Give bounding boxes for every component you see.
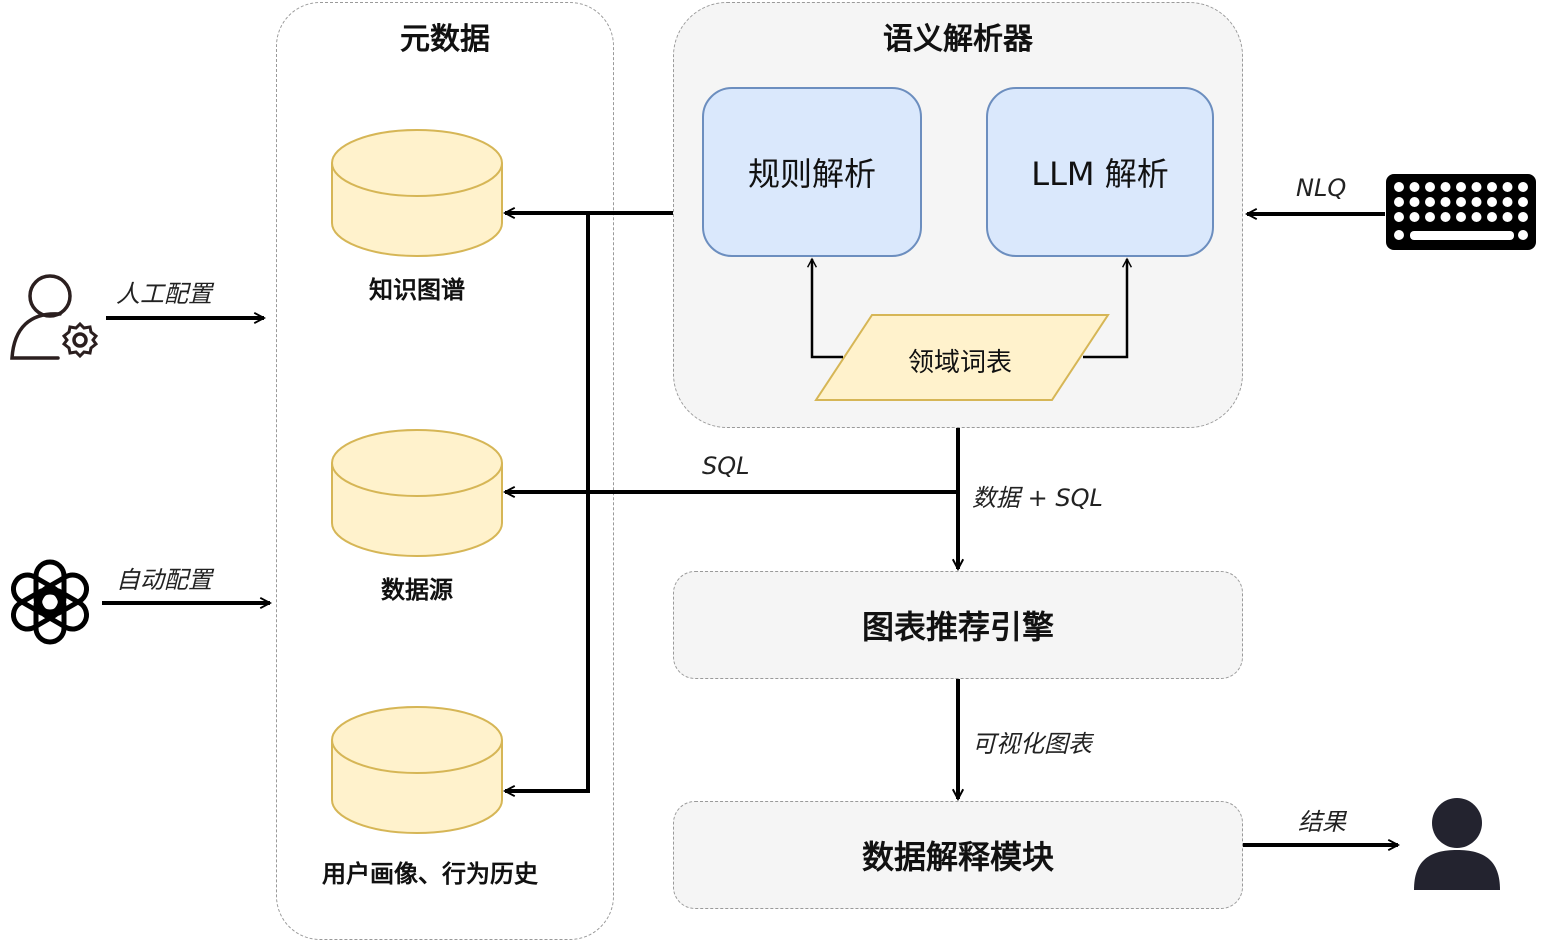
llm-parser-label: LLM 解析 bbox=[1031, 155, 1169, 193]
user-gear-icon bbox=[10, 274, 99, 360]
data-sql-label: 数据 + SQL bbox=[972, 484, 1103, 512]
auto-config-label: 自动配置 bbox=[116, 566, 212, 594]
user-profile-cylinder[interactable] bbox=[331, 706, 503, 834]
domain-vocab-label: 领域词表 bbox=[907, 348, 1012, 378]
keyboard-key bbox=[1409, 212, 1420, 222]
knowledge-graph-label: 知识图谱 bbox=[369, 276, 465, 304]
rule-parser-box[interactable]: 规则解析 bbox=[702, 87, 922, 257]
keyboard-key bbox=[1425, 212, 1435, 222]
keyboard-key bbox=[1471, 197, 1482, 207]
keyboard-key bbox=[1502, 212, 1513, 222]
keyboard-key bbox=[1487, 182, 1497, 192]
keyboard-key bbox=[1502, 197, 1513, 207]
keyboard-key bbox=[1440, 182, 1451, 192]
semantic-parser-title: 语义解析器 bbox=[883, 22, 1033, 57]
keyboard-key bbox=[1409, 182, 1420, 192]
keyboard-key bbox=[1456, 212, 1466, 222]
keyboard-key bbox=[1518, 230, 1528, 240]
keyboard-key bbox=[1471, 212, 1482, 222]
data-explanation-label: 数据解释模块 bbox=[861, 838, 1054, 876]
openai-logo-icon bbox=[10, 559, 90, 645]
keyboard-key bbox=[1409, 197, 1420, 207]
domain-vocab-shape[interactable] bbox=[814, 314, 1110, 401]
keyboard-key bbox=[1518, 182, 1528, 192]
nlq-label: NLQ bbox=[1296, 174, 1347, 202]
keyboard-key bbox=[1394, 197, 1404, 207]
data-explanation-module[interactable]: 数据解释模块 bbox=[673, 801, 1243, 909]
keyboard-key bbox=[1394, 230, 1404, 240]
keyboard-key bbox=[1518, 212, 1528, 222]
keyboard-icon bbox=[1386, 174, 1536, 250]
data-source-cylinder[interactable] bbox=[331, 429, 503, 557]
keyboard-key bbox=[1425, 197, 1435, 207]
keyboard-key bbox=[1394, 182, 1404, 192]
keyboard-key bbox=[1502, 182, 1513, 192]
chart-recommendation-label: 图表推荐引擎 bbox=[861, 608, 1054, 646]
keyboard-key bbox=[1425, 182, 1435, 192]
vocab-to-rule-arrow bbox=[806, 257, 843, 359]
keyboard-key bbox=[1456, 182, 1466, 192]
sql-label: SQL bbox=[702, 452, 750, 480]
keyboard-key bbox=[1487, 212, 1497, 222]
chart-recommendation-engine[interactable]: 图表推荐引擎 bbox=[673, 571, 1243, 679]
keyboard-key bbox=[1456, 197, 1466, 207]
keyboard-key bbox=[1471, 182, 1482, 192]
result-label: 结果 bbox=[1298, 808, 1346, 836]
user-icon bbox=[1414, 798, 1500, 890]
keyboard-key bbox=[1487, 197, 1497, 207]
rule-parser-label: 规则解析 bbox=[747, 155, 876, 193]
keyboard-key bbox=[1440, 212, 1451, 222]
parser-to-profile-arrow bbox=[505, 213, 590, 791]
manual-config-label: 人工配置 bbox=[116, 280, 212, 308]
data-source-label: 数据源 bbox=[381, 576, 453, 604]
metadata-title: 元数据 bbox=[400, 22, 490, 57]
keyboard-key bbox=[1440, 197, 1451, 207]
llm-parser-box[interactable]: LLM 解析 bbox=[986, 87, 1214, 257]
user-profile-label: 用户画像、行为历史 bbox=[322, 860, 538, 888]
keyboard-key bbox=[1394, 212, 1404, 222]
keyboard-key bbox=[1518, 197, 1528, 207]
knowledge-graph-cylinder[interactable] bbox=[331, 129, 503, 257]
visual-chart-label: 可视化图表 bbox=[972, 730, 1092, 758]
vocab-to-llm-arrow bbox=[1083, 257, 1133, 359]
